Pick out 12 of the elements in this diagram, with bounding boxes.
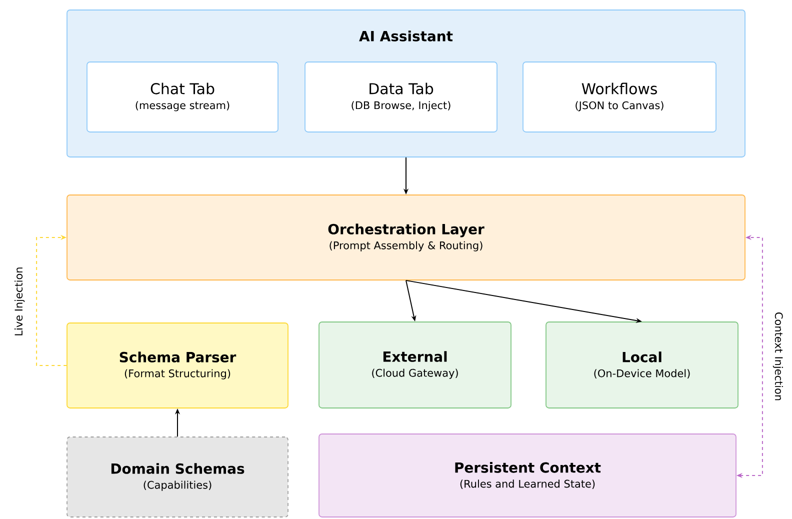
tab-box: Workflows (JSON to Canvas) bbox=[522, 62, 716, 132]
process-box: External (Cloud Gateway) bbox=[318, 322, 512, 408]
process-box: Schema Parser (Format Structuring) bbox=[66, 322, 288, 408]
arrow bbox=[36, 234, 68, 366]
process-box: Domain Schemas (Capabilities) bbox=[66, 436, 288, 518]
process-box: Local (On-Device Model) bbox=[546, 322, 738, 408]
tab-box: Chat Tab (message stream) bbox=[86, 62, 278, 132]
edge-label: Live Injection bbox=[14, 268, 25, 336]
process-box: Orchestration Layer (Prompt Assembly & Routing) bbox=[66, 194, 746, 280]
edge-label: Context Injection bbox=[772, 312, 783, 400]
tab-box: Data Tab (DB Browse, Inject) bbox=[304, 62, 498, 132]
process-box: Persistent Context (Rules and Learned State) bbox=[318, 434, 736, 518]
